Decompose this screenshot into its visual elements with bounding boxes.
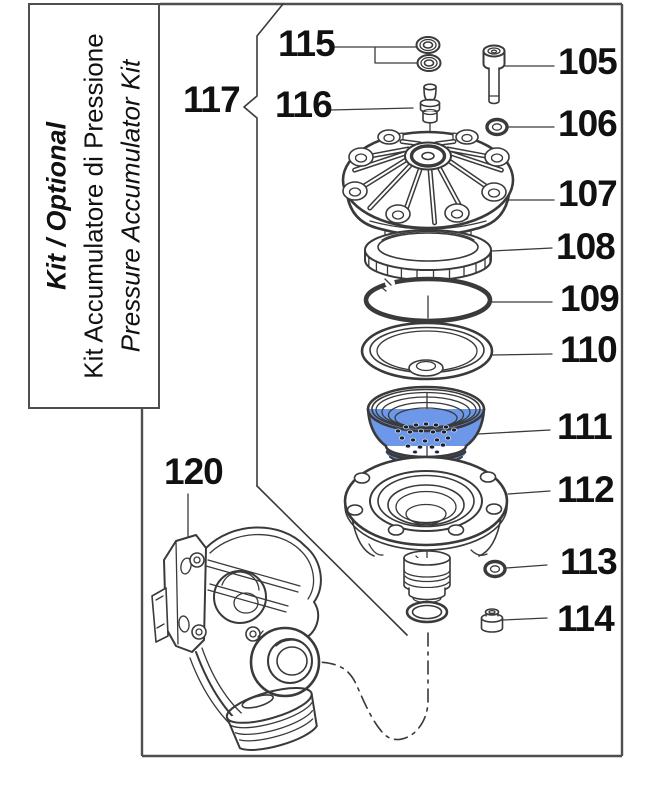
part-label-111: 111: [557, 406, 613, 447]
kit-bracket-117: [243, 3, 408, 636]
part-107-cover-drawing: [341, 129, 515, 248]
part-label-112: 112: [557, 469, 615, 510]
assembly-centerline-curve: [317, 632, 429, 741]
part-110-diaphragm-drawing: [360, 321, 494, 381]
part-112-flange-drawing: [343, 455, 509, 604]
part-114-plug-drawing: [480, 608, 504, 633]
part-105-screw-drawing: [482, 44, 506, 105]
part-label-108: 108: [556, 226, 616, 267]
part-115-washers-drawing: [415, 36, 442, 72]
part-label-113: 113: [560, 541, 618, 582]
part-label-117: 117: [183, 79, 241, 120]
part-116-valve-drawing: [419, 83, 441, 124]
part-label-109: 109: [560, 278, 620, 319]
part-label-120: 120: [164, 451, 224, 492]
part-108-ring-drawing: [364, 229, 492, 281]
part-109-oring-drawing: [363, 276, 493, 324]
kit-oring-drawing: [405, 600, 449, 624]
part-label-106: 106: [558, 103, 618, 144]
part-label-105: 105: [558, 41, 618, 82]
part-label-107: 107: [558, 173, 618, 214]
kit-label-subtitle-it: Kit Accumulatore di Pressione: [78, 33, 109, 379]
part-113-washer-drawing: [483, 559, 507, 579]
part-120-pump-body-drawing: [151, 526, 322, 751]
part-label-114: 114: [557, 598, 615, 639]
leader-lines: [187, 46, 555, 664]
kit-label-box: Kit / Optional Kit Accumulatore di Press…: [28, 3, 160, 409]
kit-label-text: Kit / Optional Kit Accumulatore di Press…: [39, 5, 150, 407]
part-106-oring-drawing: [485, 117, 509, 137]
diagram-frame: [140, 2, 624, 758]
kit-label-title: Kit / Optional: [41, 122, 72, 290]
part-label-110: 110: [560, 329, 618, 370]
cup-perforations: [394, 421, 457, 455]
part-label-116: 116: [275, 84, 333, 125]
kit-label-subtitle-en: Pressure Accumulator Kit: [115, 59, 146, 353]
part-111-cup-drawing: [366, 385, 486, 465]
part-label-115: 115: [278, 23, 336, 64]
